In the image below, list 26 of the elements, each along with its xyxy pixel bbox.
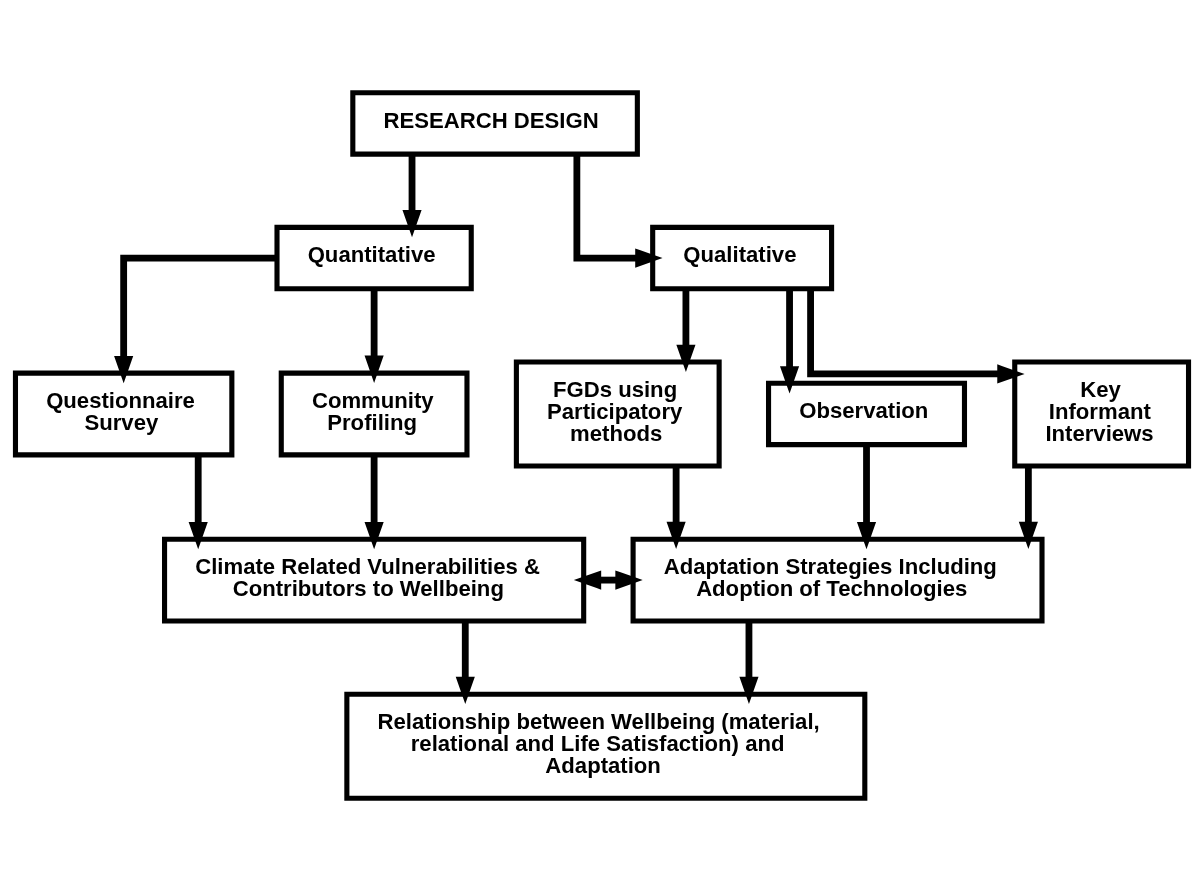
node-box: RESEARCH DESIGN — [350, 90, 640, 157]
arrow — [1018, 466, 1038, 550]
node-box: Qualitative — [650, 224, 835, 292]
node-box: Community Profiling — [278, 370, 470, 458]
node-box: Relationship between Wellbeing (material, relational and Life Satisfaction) and Adaptation — [344, 691, 868, 801]
arrow — [739, 621, 759, 704]
arrow — [455, 621, 475, 704]
arrow — [402, 154, 422, 238]
node-box: Key Informant Interviews — [1012, 359, 1192, 469]
arrow — [114, 254, 277, 384]
node-box: Climate Related Vulnerabilities & Contributors to Wellbeing — [162, 536, 587, 624]
arrow — [188, 455, 208, 550]
arrow — [807, 289, 1025, 384]
arrow — [364, 288, 384, 383]
node-box: FGDs using Participatory methods — [513, 359, 722, 469]
arrow — [666, 466, 686, 550]
arrow — [779, 288, 800, 394]
arrow — [856, 445, 877, 550]
node-box: Questionnaire Survey — [12, 370, 235, 458]
arrow — [364, 455, 384, 550]
arrow — [676, 288, 696, 373]
node-box: Observation — [766, 380, 968, 448]
node-box: Quantitative — [274, 224, 474, 292]
arrow — [573, 570, 643, 590]
arrow — [573, 154, 663, 268]
node-box: Adaptation Strategies Including Adoption of Technologies — [630, 536, 1045, 624]
